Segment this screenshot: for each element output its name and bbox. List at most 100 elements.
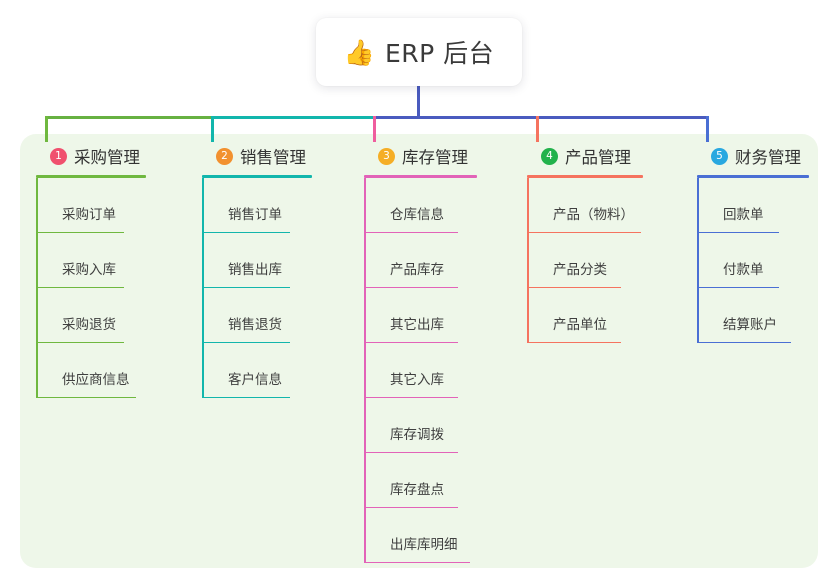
- branch-item-tick: [364, 396, 373, 398]
- branch-item-tick: [364, 341, 373, 343]
- branch-item-label: 供应商信息: [62, 372, 130, 388]
- branch-item-label: 客户信息: [228, 372, 282, 388]
- branch-number-badge: 5: [711, 147, 728, 165]
- branch-item[interactable]: 仓库信息: [364, 178, 524, 233]
- branch-item[interactable]: 回款单: [697, 178, 827, 233]
- branch-item[interactable]: 产品分类: [527, 233, 697, 288]
- branch-item-tick: [364, 286, 373, 288]
- branch-item[interactable]: 采购入库: [36, 233, 186, 288]
- branch-item[interactable]: 其它出库: [364, 288, 524, 343]
- branch-item-label: 库存调拨: [390, 427, 444, 443]
- branch-item[interactable]: 其它入库: [364, 343, 524, 398]
- branch-header-rule: [697, 175, 809, 178]
- branch-spine: [697, 178, 699, 343]
- branch-item-list: 采购订单采购入库采购退货供应商信息: [36, 178, 186, 398]
- branch-item-rule: [210, 286, 290, 288]
- branch-item-label: 产品（物料）: [553, 207, 634, 223]
- branch-item-tick: [364, 231, 373, 233]
- branch-item-label: 产品单位: [553, 317, 607, 333]
- branch-number-badge: 2: [216, 147, 233, 165]
- branch-item[interactable]: 供应商信息: [36, 343, 186, 398]
- branch-item-tick: [36, 396, 45, 398]
- branch-item[interactable]: 产品（物料）: [527, 178, 697, 233]
- branch-spine: [36, 178, 38, 398]
- branch-item[interactable]: 客户信息: [202, 343, 352, 398]
- branch-item-label: 销售订单: [228, 207, 282, 223]
- branch-item-label: 采购订单: [62, 207, 116, 223]
- branch-item[interactable]: 库存盘点: [364, 453, 524, 508]
- drop-line-3: [372, 116, 376, 142]
- branch-title: 财务管理: [735, 148, 801, 167]
- branch-item-rule: [44, 286, 124, 288]
- branch-item-rule: [372, 451, 458, 453]
- branch-item[interactable]: 采购订单: [36, 178, 186, 233]
- bus-segment-1: [44, 116, 212, 119]
- bus-segment-2: [212, 116, 374, 119]
- branch-item-rule: [372, 396, 458, 398]
- branch-item-rule: [535, 231, 641, 233]
- branch-item[interactable]: 产品单位: [527, 288, 697, 343]
- branch-item-rule: [535, 286, 621, 288]
- branch-title: 产品管理: [565, 148, 631, 167]
- branch-item-tick: [36, 341, 45, 343]
- branch-item-tick: [527, 341, 536, 343]
- branch-item[interactable]: 产品库存: [364, 233, 524, 288]
- branch-title: 库存管理: [402, 148, 468, 167]
- branch-item[interactable]: 出库库明细: [364, 508, 524, 563]
- branch-item-rule: [372, 231, 458, 233]
- branch-item-list: 销售订单销售出库销售退货客户信息: [202, 178, 352, 398]
- branch-item[interactable]: 付款单: [697, 233, 827, 288]
- branch-spine: [202, 178, 204, 398]
- branch-header-rule: [36, 175, 146, 178]
- root-node-erp-backend[interactable]: 👍 ERP 后台: [316, 18, 522, 86]
- branch-item-tick: [202, 341, 211, 343]
- branch-item-label: 产品库存: [390, 262, 444, 278]
- branch-header-rule: [527, 175, 643, 178]
- branch-item[interactable]: 库存调拨: [364, 398, 524, 453]
- branch-item-tick: [202, 286, 211, 288]
- branch-item-tick: [697, 286, 706, 288]
- branch-header-5[interactable]: 5 财务管理: [697, 142, 827, 170]
- branch-item-label: 其它入库: [390, 372, 444, 388]
- branch-item-rule: [705, 231, 779, 233]
- branch-item[interactable]: 销售退货: [202, 288, 352, 343]
- branch-spine: [364, 178, 366, 563]
- branch-item-tick: [364, 506, 373, 508]
- diagram-board: [20, 134, 818, 568]
- branch-item-label: 采购入库: [62, 262, 116, 278]
- branch-item-rule: [210, 396, 290, 398]
- branch-title: 销售管理: [240, 148, 306, 167]
- branch-item[interactable]: 结算账户: [697, 288, 827, 343]
- branch-item[interactable]: 销售订单: [202, 178, 352, 233]
- branch-item-tick: [364, 451, 373, 453]
- branch-header-rule: [202, 175, 312, 178]
- branch-item-rule: [372, 561, 470, 563]
- branch-item-rule: [372, 506, 458, 508]
- drop-line-4: [535, 116, 539, 142]
- branch-item-label: 付款单: [723, 262, 764, 278]
- branch-item-tick: [202, 396, 211, 398]
- branch-header-2[interactable]: 2 销售管理: [202, 142, 352, 170]
- branch-item-tick: [527, 231, 536, 233]
- branch-item-tick: [697, 341, 706, 343]
- bus-segment-3: [374, 116, 709, 119]
- branch-item[interactable]: 采购退货: [36, 288, 186, 343]
- branch-item-tick: [36, 286, 45, 288]
- branch-column-5: 5 财务管理回款单付款单结算账户: [697, 142, 827, 343]
- branch-item-label: 回款单: [723, 207, 764, 223]
- branch-header-rule: [364, 175, 477, 178]
- branch-item-label: 销售出库: [228, 262, 282, 278]
- branch-item-label: 结算账户: [723, 317, 777, 333]
- branch-item[interactable]: 销售出库: [202, 233, 352, 288]
- branch-item-label: 采购退货: [62, 317, 116, 333]
- branch-title: 采购管理: [74, 148, 140, 167]
- branch-item-list: 回款单付款单结算账户: [697, 178, 827, 343]
- branch-item-tick: [202, 231, 211, 233]
- drop-line-1: [44, 116, 48, 142]
